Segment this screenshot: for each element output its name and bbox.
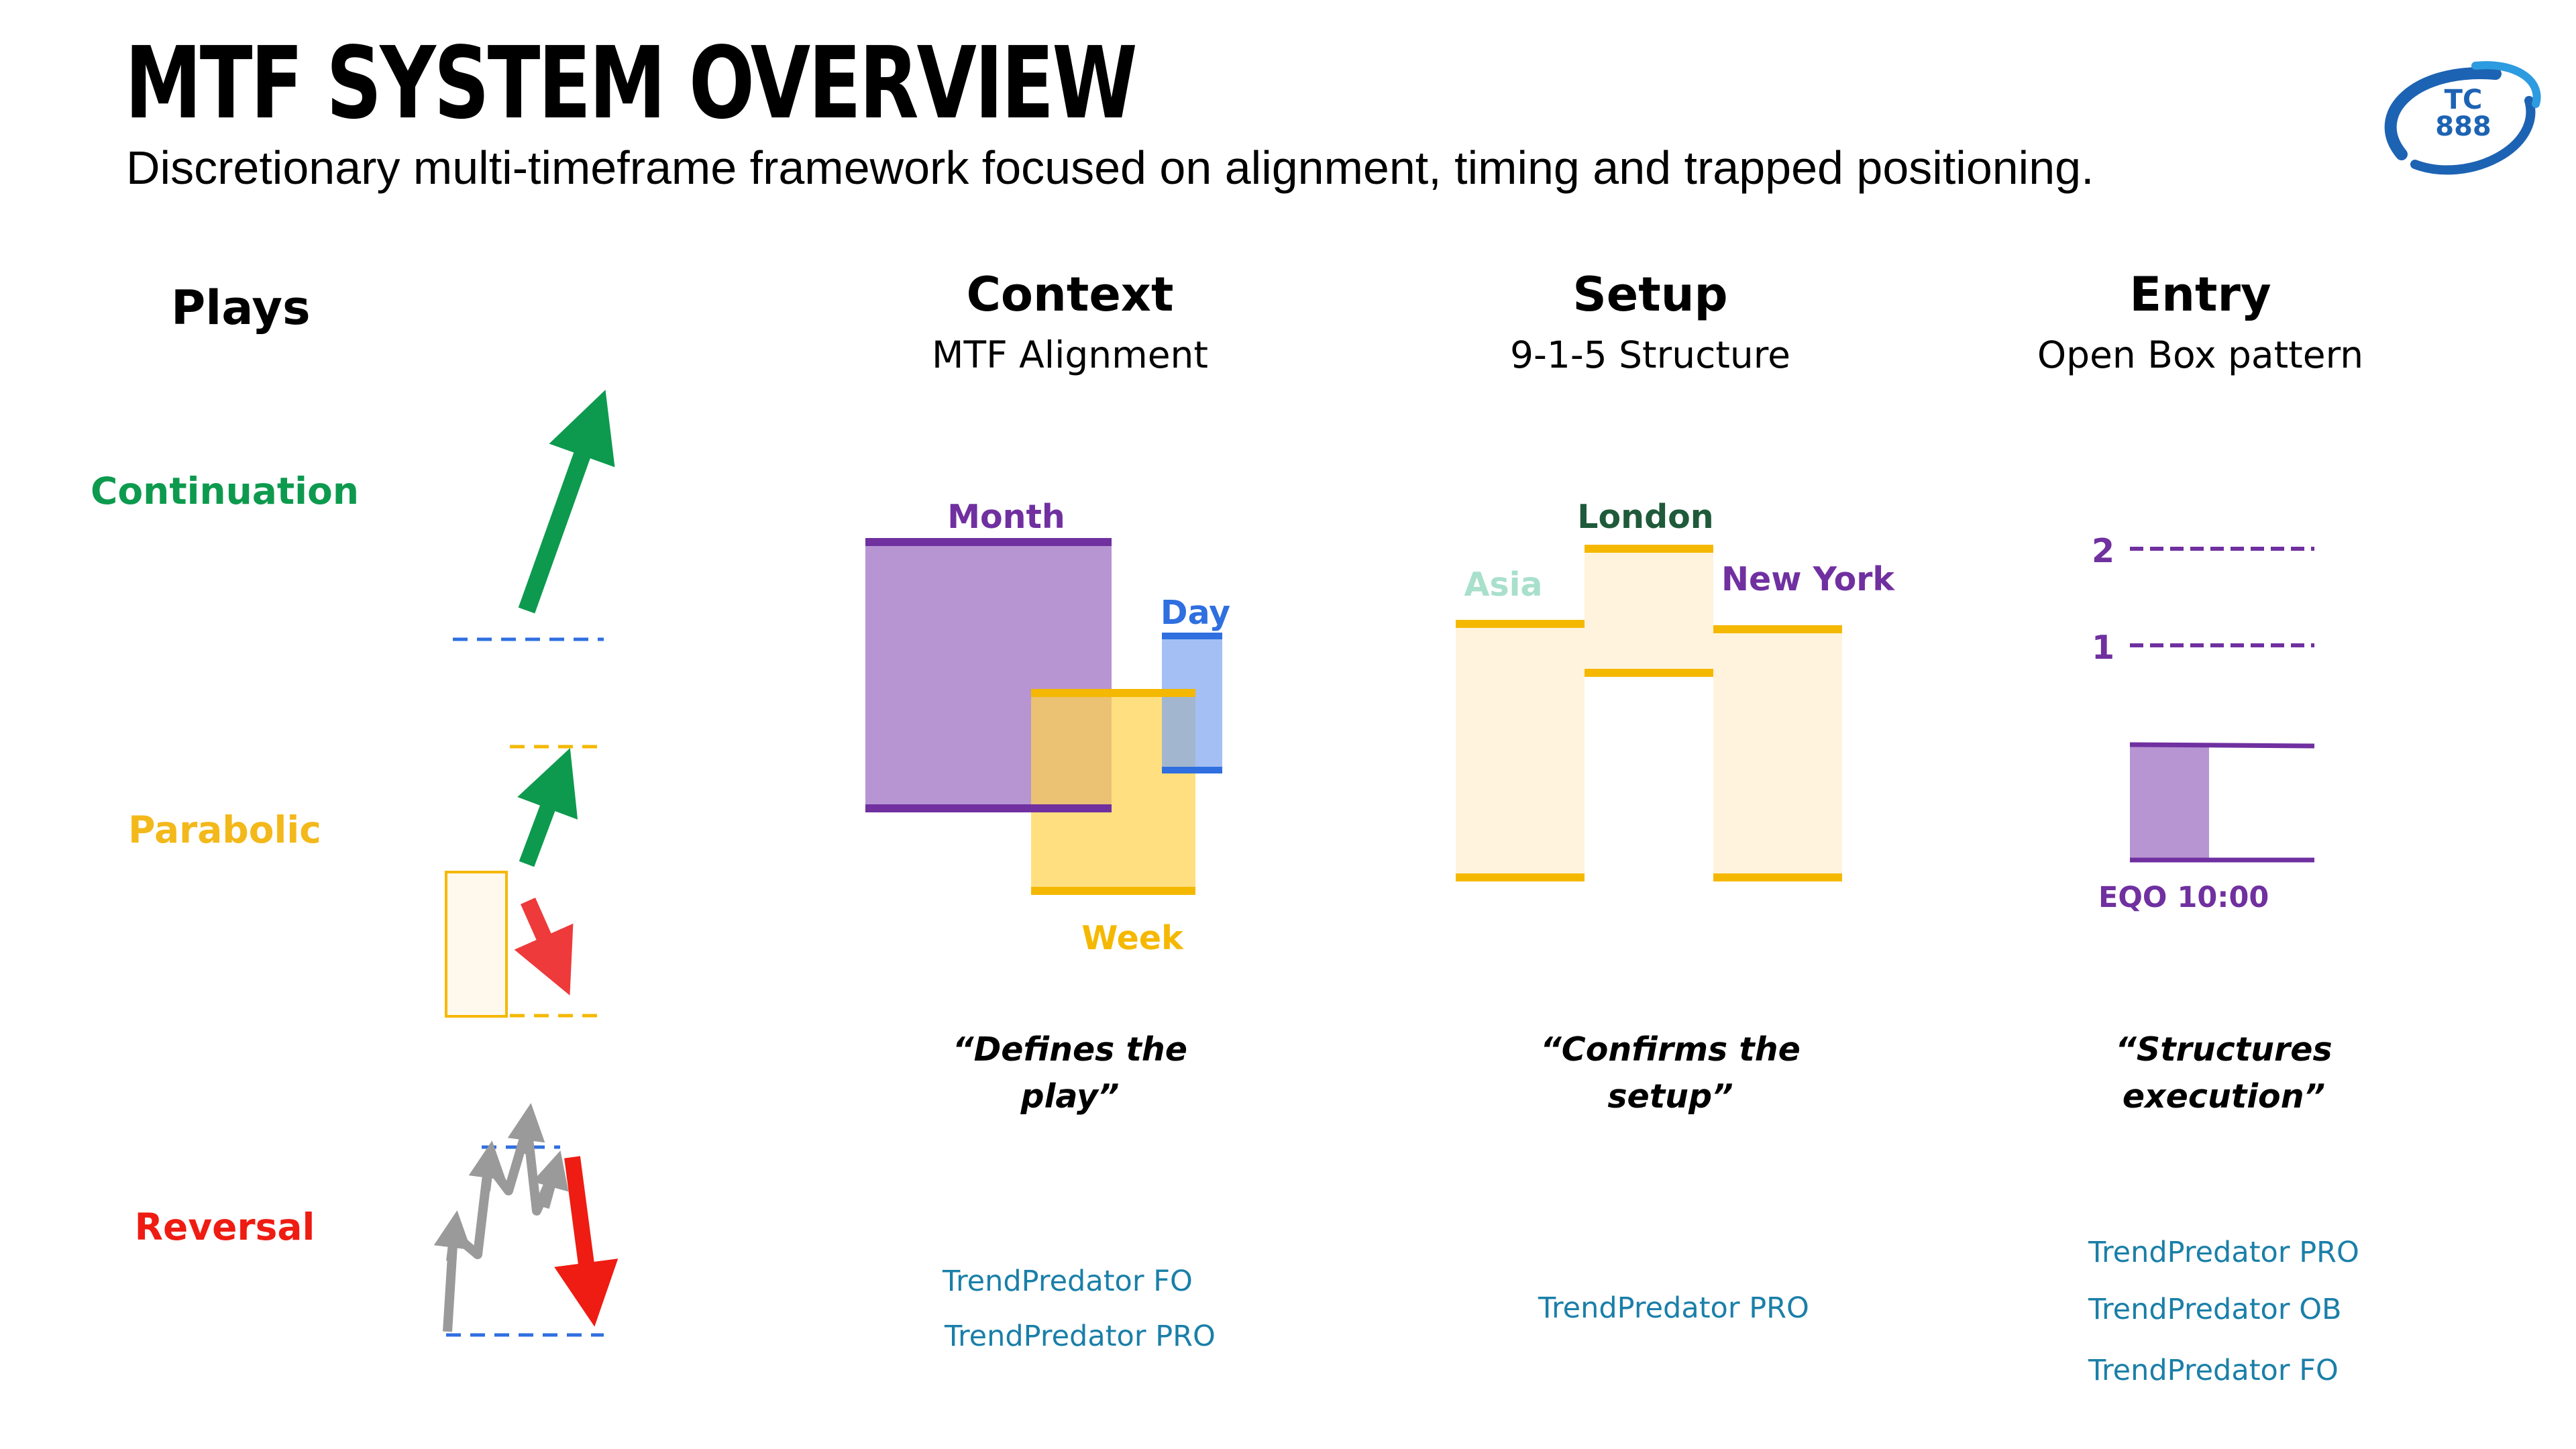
- reversal-gray-arrowhead-1: [433, 1210, 472, 1262]
- setup-diagram: Asia London New York: [1456, 498, 1895, 881]
- parabolic-graphic: [445, 745, 604, 1018]
- context-diagram: Month Week Day: [865, 498, 1230, 957]
- slide-title: MTF SYSTEM OVERVIEW: [125, 25, 1138, 141]
- entry-diagram: 2 1 EQO 10:00: [2092, 532, 2315, 914]
- entry-tool-1: TrendPredator PRO: [2088, 1236, 2359, 1269]
- open-box-top-line: [2129, 742, 2315, 749]
- continuation-up-arrow-icon: [518, 390, 615, 614]
- reversal-gray-arrowhead-4: [532, 1150, 569, 1209]
- london-label: London: [1577, 498, 1713, 536]
- context-tool-1: TrendPredator FO: [943, 1265, 1193, 1298]
- parabolic-box: [445, 871, 508, 1018]
- parabolic-down-arrow-icon: [514, 898, 574, 996]
- parabolic-up-arrow-icon: [517, 748, 578, 867]
- continuation-graphic: [453, 390, 615, 641]
- reversal-gray-arrowhead-3: [507, 1103, 545, 1155]
- setup-quote: “Confirms the setup”: [1540, 1030, 1801, 1116]
- eqo-label: EQO 10:00: [2098, 881, 2269, 914]
- open-box-fill: [2130, 745, 2209, 860]
- day-label: Day: [1161, 594, 1230, 632]
- level-1-label: 1: [2092, 629, 2114, 667]
- week-label: Week: [1081, 919, 1184, 957]
- entry-quote: “Structures execution”: [2115, 1030, 2332, 1116]
- newyork-box: [1713, 629, 1842, 877]
- context-tool-2: TrendPredator PRO: [945, 1320, 1216, 1353]
- logo-text-tc: TC: [2445, 85, 2483, 115]
- entry-subtitle: Open Box pattern: [2037, 333, 2364, 376]
- reversal-down-arrow-icon: [554, 1156, 619, 1327]
- play-label-continuation: Continuation: [91, 470, 359, 513]
- context-subtitle: MTF Alignment: [932, 333, 1208, 376]
- london-box: [1585, 549, 1713, 673]
- entry-title: Entry: [2129, 267, 2271, 322]
- asia-box: [1456, 624, 1585, 877]
- context-quote: “Defines the play”: [953, 1030, 1187, 1116]
- reversal-graphic: [433, 1103, 619, 1337]
- asia-label: Asia: [1464, 566, 1543, 604]
- level-2-label: 2: [2092, 532, 2114, 570]
- newyork-label: New York: [1721, 560, 1895, 598]
- slide-subtitle: Discretionary multi-timeframe framework …: [126, 142, 2094, 194]
- setup-title: Setup: [1572, 267, 1728, 322]
- entry-tool-3: TrendPredator FO: [2088, 1354, 2339, 1387]
- play-label-parabolic: Parabolic: [128, 808, 321, 851]
- plays-title: Plays: [171, 280, 311, 335]
- logo-text-888: 888: [2435, 111, 2491, 142]
- day-box: [1162, 636, 1222, 770]
- reversal-zigzag-arrows-icon: [443, 1122, 555, 1332]
- context-title: Context: [966, 267, 1174, 322]
- setup-tool-1: TrendPredator PRO: [1538, 1291, 1809, 1325]
- entry-tool-2: TrendPredator OB: [2088, 1293, 2342, 1326]
- setup-subtitle: 9-1-5 Structure: [1509, 333, 1790, 376]
- play-label-reversal: Reversal: [134, 1205, 315, 1248]
- tc888-logo-icon: TC 888: [2384, 61, 2541, 175]
- reversal-gray-arrowhead-2: [468, 1140, 506, 1191]
- month-label: Month: [947, 498, 1065, 536]
